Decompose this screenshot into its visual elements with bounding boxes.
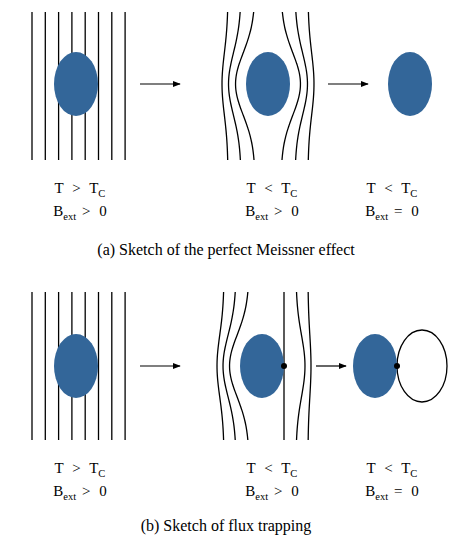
condition-label: T < TC xyxy=(247,179,298,200)
subfigure-caption: (a) Sketch of the perfect Meissner effec… xyxy=(97,240,354,259)
condition-label: Bext > 0 xyxy=(53,482,107,503)
condition-label: T > TC xyxy=(55,459,106,480)
subscript: ext xyxy=(375,491,388,502)
field-line xyxy=(31,292,32,440)
label-text: > 0 xyxy=(274,483,299,499)
step-arrow xyxy=(328,83,368,84)
condition-label: T > TC xyxy=(55,179,106,200)
condition-label: Bext > 0 xyxy=(245,482,299,503)
field-lines xyxy=(32,12,125,160)
field-line xyxy=(308,12,314,160)
label-text: > 0 xyxy=(82,483,107,499)
subscript: C xyxy=(290,468,297,479)
label-text: > 0 xyxy=(82,203,107,219)
condition-label: Bext > 0 xyxy=(53,202,107,223)
superconductor xyxy=(388,52,432,116)
label-text: T > T xyxy=(55,180,99,196)
condition-label: Bext = 0 xyxy=(365,482,419,503)
label-text: = 0 xyxy=(394,203,419,219)
label-text: > 0 xyxy=(274,203,299,219)
field-line xyxy=(308,292,311,440)
field-line xyxy=(296,12,308,160)
field-lines xyxy=(32,292,125,440)
subscript: ext xyxy=(63,211,76,222)
subscript: C xyxy=(98,188,105,199)
field-line xyxy=(124,292,125,440)
superconductor xyxy=(54,52,98,116)
field-line xyxy=(45,12,46,160)
subscript: ext xyxy=(255,211,268,222)
field-line xyxy=(297,292,305,440)
label-text: (b) Sketch of flux trapping xyxy=(141,517,312,534)
pinning-dot xyxy=(281,363,287,369)
condition-label: Bext = 0 xyxy=(365,202,419,223)
pinning-dot xyxy=(394,363,400,369)
label-text: B xyxy=(245,483,255,499)
label-text: = 0 xyxy=(394,483,419,499)
step-arrow xyxy=(140,365,180,366)
label-text: T < T xyxy=(247,460,291,476)
subscript: C xyxy=(98,468,105,479)
label-text: B xyxy=(53,483,63,499)
superconductor xyxy=(54,334,98,398)
label-text: (a) Sketch of the perfect Meissner effec… xyxy=(97,241,354,258)
expelled-field-lines xyxy=(217,292,311,440)
label-text: T < T xyxy=(247,180,291,196)
condition-label: T < TC xyxy=(367,459,418,480)
subscript: C xyxy=(410,468,417,479)
subscript: C xyxy=(410,188,417,199)
label-text: B xyxy=(365,203,375,219)
field-line xyxy=(229,12,241,160)
superconductor xyxy=(353,334,397,398)
field-line xyxy=(111,12,112,160)
trapped-flux-loop xyxy=(397,330,447,402)
label-text: B xyxy=(53,203,63,219)
superconductor xyxy=(240,334,284,398)
field-line xyxy=(31,12,32,160)
condition-label: T < TC xyxy=(247,459,298,480)
condition-label: T < TC xyxy=(367,179,418,200)
label-text: B xyxy=(245,203,255,219)
label-text: T > T xyxy=(55,460,99,476)
subscript: C xyxy=(290,188,297,199)
superconductor xyxy=(246,52,290,116)
field-line xyxy=(124,12,125,160)
field-line xyxy=(45,292,46,440)
subfigure-caption: (b) Sketch of flux trapping xyxy=(141,516,312,535)
field-line xyxy=(222,12,228,160)
subscript: ext xyxy=(375,211,388,222)
label-text: T < T xyxy=(367,180,411,196)
step-arrow xyxy=(140,83,180,84)
condition-label: Bext > 0 xyxy=(245,202,299,223)
step-arrow xyxy=(316,365,346,366)
label-text: T < T xyxy=(367,460,411,476)
label-text: B xyxy=(365,483,375,499)
field-line xyxy=(98,12,99,160)
field-line xyxy=(98,292,99,440)
subscript: ext xyxy=(255,491,268,502)
subscript: ext xyxy=(63,491,76,502)
field-line xyxy=(111,292,112,440)
expelled-field-lines xyxy=(222,12,314,160)
